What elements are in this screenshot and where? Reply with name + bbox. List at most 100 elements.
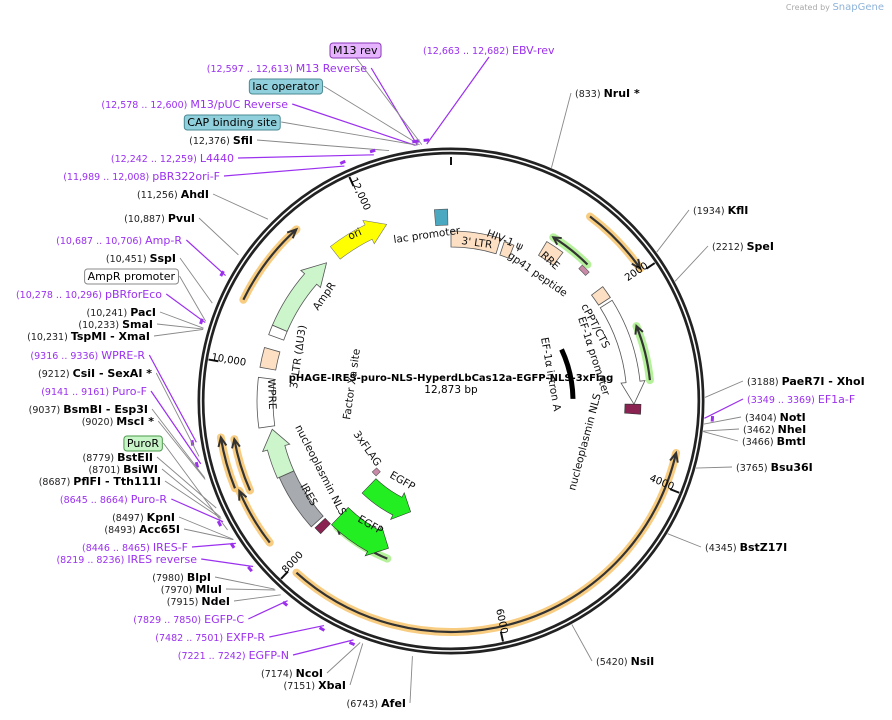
enzyme-name: PaeR7I - XhoI <box>782 375 865 388</box>
site-label: (11,256) AhdI <box>137 188 209 201</box>
feature-rre <box>538 241 564 266</box>
site-position: (9020) <box>82 417 117 428</box>
site-label: (8701) BsiWI <box>88 463 158 476</box>
primer-leader-line <box>248 600 288 620</box>
primer-name: M13/pUC Reverse <box>190 98 288 111</box>
feature-ampr <box>271 262 328 332</box>
enzyme-name: NdeI <box>201 595 230 608</box>
feature-label-egfp-1: EGFP <box>388 469 418 493</box>
site-label: (3462) NheI <box>743 423 806 436</box>
enzyme-name: AfeI <box>381 697 406 710</box>
feature-name: M13 rev <box>333 44 378 57</box>
enzyme-name: PflFI - Tth111I <box>73 475 161 488</box>
feature-ori <box>329 219 388 260</box>
tick-mark <box>208 358 219 363</box>
site-label: (12,242 .. 12,259) L4440 <box>111 152 234 165</box>
site-position: (8645 .. 8664) <box>60 495 131 506</box>
site-label: (833) NruI * <box>575 87 640 100</box>
feature-nls-left <box>261 428 295 479</box>
site-leader-line <box>703 431 739 442</box>
primer-mark <box>318 626 326 632</box>
plasmid-length: 12,873 bp <box>424 384 478 396</box>
primer-leader-line <box>171 498 224 523</box>
site-label: (7482 .. 7501) EXFP-R <box>155 631 265 644</box>
feature-3ltr-du3 <box>259 347 281 371</box>
primer-leader-line <box>191 542 236 548</box>
primer-leader-line <box>223 165 345 177</box>
enzyme-name: XbaI <box>318 679 346 692</box>
site-leader-line <box>703 428 740 432</box>
primer-leader-line <box>201 558 254 568</box>
snapgene-credit: Created by SnapGene <box>786 2 884 13</box>
feature-nls-right <box>624 403 642 415</box>
enzyme-name: NheI <box>778 423 807 436</box>
site-label: (12,578 .. 12,600) M13/pUC Reverse <box>101 98 288 111</box>
primer-name: Puro-F <box>112 385 147 398</box>
primer-mark <box>194 461 200 468</box>
site-leader-line <box>151 408 206 478</box>
site-position: (3466) <box>742 437 777 448</box>
primer-leader-line <box>185 239 226 276</box>
site-label: CAP binding site <box>187 116 277 129</box>
enzyme-name: BmtI <box>777 435 806 448</box>
feature-name: AmpR promoter <box>88 270 176 283</box>
primer-mark <box>369 148 376 154</box>
site-position: (7970) <box>161 585 196 596</box>
snapgene-logo: SnapGene <box>832 2 884 13</box>
site-position: (6743) <box>347 699 382 710</box>
site-leader-line <box>161 468 221 518</box>
tick-mark <box>645 262 656 270</box>
site-label: (6743) AfeI <box>347 697 406 710</box>
enzyme-name: NotI <box>780 411 806 424</box>
feature-egfp-2 <box>331 507 389 557</box>
feature-name: lac operator <box>252 80 319 93</box>
site-position: (8446 .. 8465) <box>82 543 153 554</box>
site-label: (8497) KpnI <box>112 511 175 524</box>
primer-mark <box>216 520 223 527</box>
enzyme-name: NsiI <box>631 655 655 668</box>
feature-ef1a-intron <box>559 348 576 399</box>
site-label: (10,887) PvuI <box>124 212 195 225</box>
site-position: (8219 .. 8236) <box>56 555 127 566</box>
site-leader-line <box>323 85 420 146</box>
enzyme-name: TspMI - XmaI <box>71 330 150 343</box>
primer-leader-line <box>148 354 197 443</box>
enzyme-name: NcoI <box>296 667 323 680</box>
site-label: (9316 .. 9336) WPRE-R <box>30 349 145 362</box>
feature-label-3ltr: 3' LTR <box>461 235 493 251</box>
site-leader-line <box>667 533 702 548</box>
site-leader-line <box>156 456 217 509</box>
site-label: (3188) PaeR7I - XhoI <box>747 375 865 388</box>
enzyme-name: KflI <box>728 204 749 217</box>
enzyme-name: Acc65I <box>139 523 180 536</box>
site-label: (4345) BstZ17I <box>705 541 787 554</box>
site-leader-line <box>281 121 418 146</box>
site-leader-line <box>704 380 744 398</box>
site-position: (8687) <box>39 477 74 488</box>
site-label: (7174) NcoI <box>261 667 323 680</box>
orf-arrow-bottom-arrowhead <box>669 450 679 463</box>
orf-arrow-left-2-arrowhead <box>217 435 228 448</box>
site-position: (7221 .. 7242) <box>178 651 249 662</box>
feature-egfp-1 <box>361 478 412 521</box>
site-position: (10,887) <box>124 214 168 225</box>
enzyme-name: SspI <box>150 252 176 265</box>
orf-arrow-green-top-arrowhead <box>551 236 562 246</box>
primer-name: IRES reverse <box>127 553 197 566</box>
feature-ires <box>278 470 324 528</box>
site-position: (7174) <box>261 669 296 680</box>
primer-leader-line <box>150 390 202 465</box>
primer-leader-line <box>237 154 374 159</box>
site-position: (2212) <box>712 242 747 253</box>
enzyme-name: CsiI - SexAI * <box>73 367 153 380</box>
primer-name: IRES-F <box>153 541 188 554</box>
credit-text: Created by <box>785 3 830 12</box>
site-label: (7151) XbaI <box>284 679 346 692</box>
site-label: (3765) Bsu36I <box>736 461 813 474</box>
site-position: (4345) <box>705 543 740 554</box>
plasmid-name: pHAGE-IRES-puro-NLS-HyperdLbCas12a-EGFP-… <box>289 373 614 384</box>
site-position: (10,451) <box>106 254 150 265</box>
site-position: (8779) <box>83 453 118 464</box>
site-position: (3404) <box>745 413 780 424</box>
primer-mark <box>339 159 346 165</box>
